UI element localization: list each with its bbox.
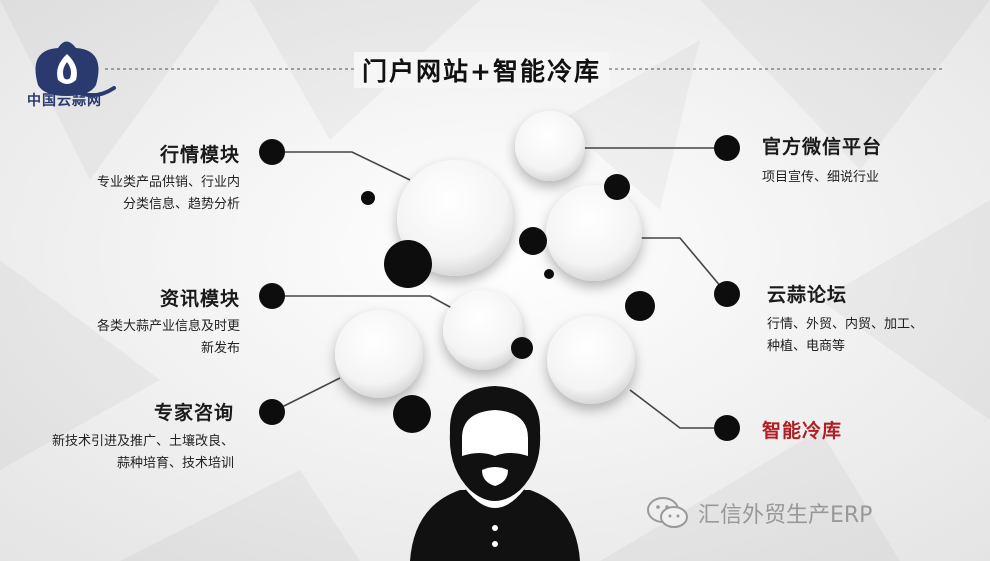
dot-deco-4	[519, 227, 547, 255]
person-icon	[410, 386, 580, 561]
desc-line: 分类信息、趋势分析	[122, 197, 240, 212]
desc-line: 各类大蒜产业信息及时更	[96, 319, 240, 334]
dot-deco-1	[384, 240, 432, 288]
desc-line: 项目宣传、细说行业	[762, 170, 880, 185]
desc-line: 行情、外贸、内贸、加工、	[767, 317, 924, 332]
dot-wechat	[714, 135, 740, 161]
dot-deco-7	[511, 337, 533, 359]
watermark-text: 汇信外贸生产ERP	[698, 503, 873, 528]
connector-market	[272, 151, 411, 181]
desc-line: 专业类产品供销、行业内	[96, 175, 240, 190]
page-title: 门户网站+智能冷库	[362, 57, 601, 86]
bubble-center	[443, 290, 523, 370]
title-box: 门户网站+智能冷库	[354, 52, 609, 88]
desc-line: 种植、电商等	[767, 339, 846, 354]
dot-deco-3	[604, 174, 630, 200]
module-desc-forum: 行情、外贸、内贸、加工、 种植、电商等	[767, 314, 977, 358]
logo-icon	[35, 41, 116, 98]
dot-deco-8	[393, 395, 431, 433]
dot-expert	[259, 399, 285, 425]
module-desc-market: 专业类产品供销、行业内 分类信息、趋势分析	[40, 172, 240, 216]
logo-text: 中国云蒜网	[27, 93, 102, 109]
desc-line: 新发布	[200, 341, 240, 356]
module-heading-market: 行情模块	[159, 144, 240, 166]
dot-deco-5	[544, 269, 554, 279]
desc-line: 蒜种培育、技术培训	[116, 456, 234, 471]
bubble-large	[397, 160, 513, 276]
module-heading-coldstore: 智能冷库	[762, 420, 843, 442]
module-heading-wechat: 官方微信平台	[762, 136, 883, 158]
module-heading-expert: 专家咨询	[153, 402, 234, 424]
bubble-right	[546, 185, 642, 281]
dot-deco-6	[625, 291, 655, 321]
desc-line: 新技术引进及推广、土壤改良、	[51, 434, 234, 449]
module-desc-news: 各类大蒜产业信息及时更 新发布	[40, 316, 240, 360]
dot-market	[259, 139, 285, 165]
module-heading-forum: 云蒜论坛	[767, 284, 848, 306]
dot-deco-2	[361, 191, 375, 205]
watermark: 汇信外贸生产ERP	[646, 495, 872, 531]
bubble-top	[515, 111, 585, 181]
bubble-left	[335, 310, 423, 398]
module-desc-expert: 新技术引进及推广、土壤改良、 蒜种培育、技术培训	[8, 431, 234, 475]
module-heading-news: 资讯模块	[159, 288, 240, 310]
connector-coldstore	[629, 389, 727, 429]
dot-news	[259, 283, 285, 309]
connector-forum	[636, 237, 728, 295]
wechat-icon	[647, 497, 688, 528]
dot-coldstore	[714, 415, 740, 441]
dot-forum	[714, 281, 740, 307]
bubble-lower-right	[547, 316, 635, 404]
module-desc-wechat: 项目宣传、细说行业	[762, 167, 972, 189]
